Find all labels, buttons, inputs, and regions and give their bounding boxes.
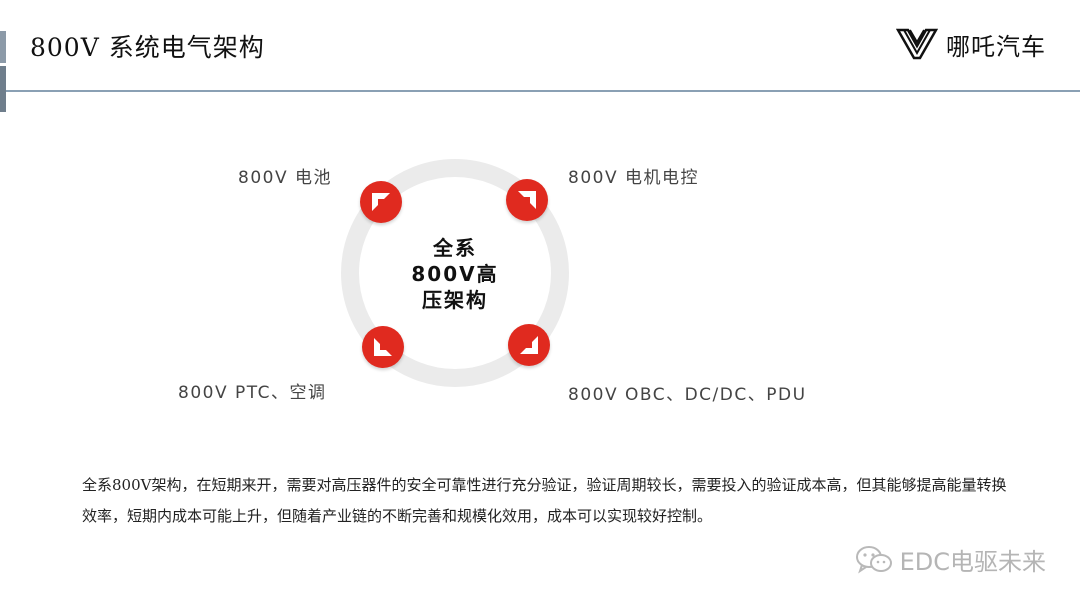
page-title: 800V 系统电气架构 [30,33,265,62]
node-label-ptc-ac: 800V PTC、空调 [178,383,327,403]
brand-logo-text: 哪吒汽车 [946,32,1046,61]
node-label-motor-controller: 800V 电机电控 [568,168,699,188]
watermark: EDC电驱未来 [854,542,1046,577]
brand-logo: 哪吒汽车 [896,26,1046,62]
node-label-battery: 800V 电池 [238,168,332,188]
corner-arrow-bottom-right-icon [508,324,550,366]
neta-logo-icon [896,28,938,60]
header-accent-bar-lower [0,66,6,112]
watermark-text: EDC电驱未来 [899,548,1046,576]
node-label-obc-dcdc-pdu: 800V OBC、DC/DC、PDU [568,385,807,405]
corner-arrow-top-left-icon [360,181,402,223]
center-label-text: 全系 800V高 压架构 [411,236,499,312]
corner-arrow-top-right-icon [506,179,548,221]
corner-arrow-bottom-left-icon [362,326,404,368]
wechat-icon [855,545,892,573]
center-label: 全系 800V高 压架构 [385,235,525,313]
body-paragraph: 全系800V架构，在短期来开，需要对高压器件的安全可靠性进行充分验证，验证周期较… [82,476,1007,525]
header-divider [6,90,1080,92]
header-accent-bar [0,31,6,63]
